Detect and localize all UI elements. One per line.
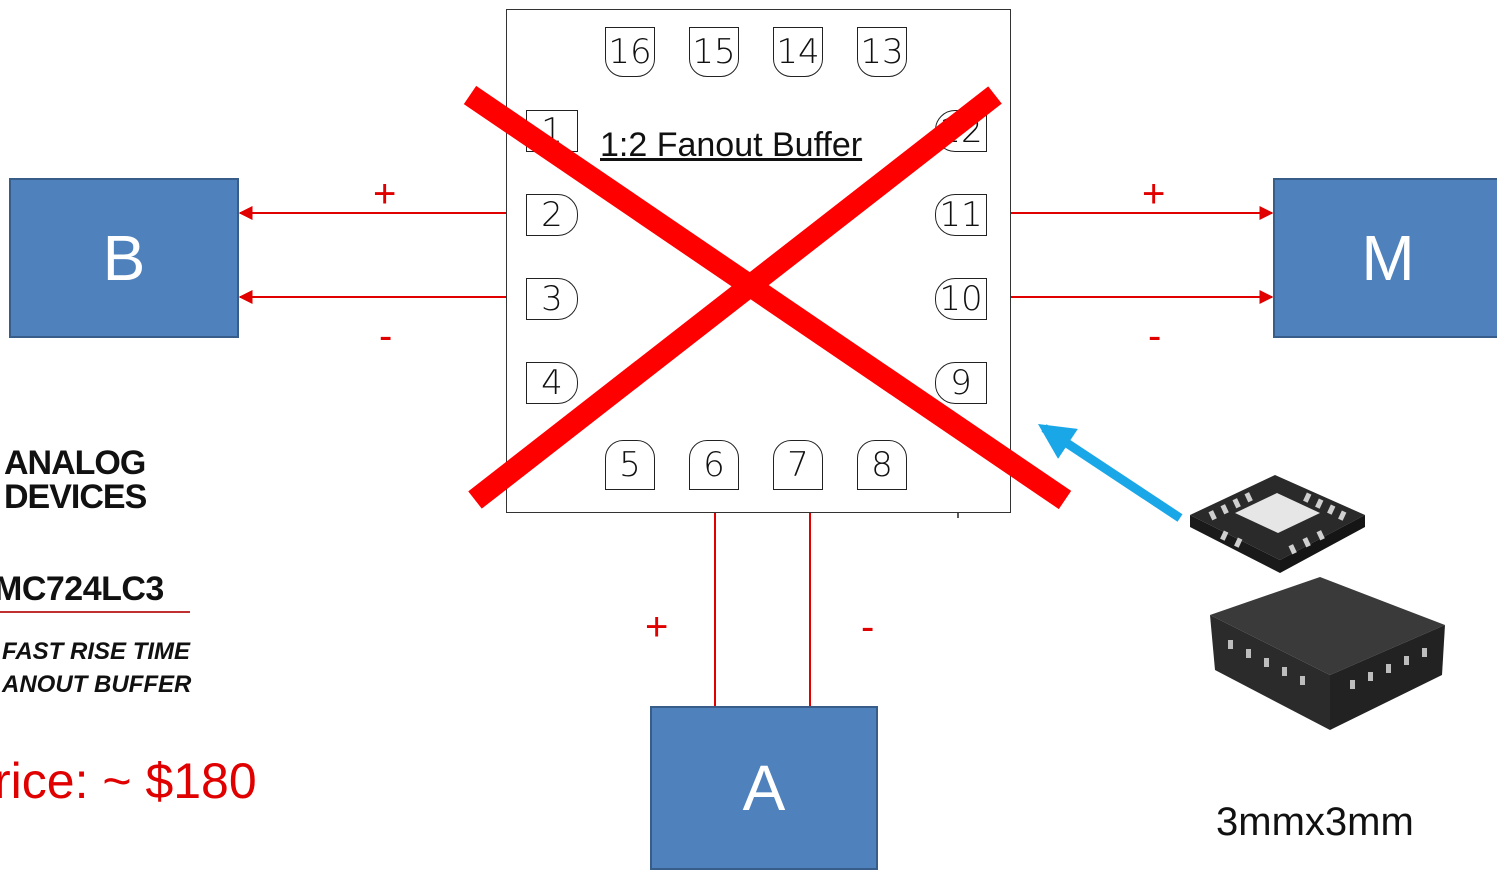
chip-title: 1:2 Fanout Buffer [600, 126, 863, 164]
pin-4: 4 [526, 362, 578, 404]
package-size-label: 3mmx3mm [1216, 800, 1414, 844]
brand-logo-line1: ANALOG [4, 444, 146, 482]
qfn-package-image [1190, 475, 1445, 730]
desc-line2: ANOUT BUFFER [2, 671, 192, 698]
pin-5: 5 [605, 440, 655, 490]
b-plus-label: + [373, 172, 397, 216]
pin-16: 16 [605, 27, 655, 77]
part-number: MC724LC3 [0, 570, 164, 608]
package-bottom-view [1210, 577, 1445, 730]
pin-7: 7 [773, 440, 823, 490]
pin-13: 13 [857, 27, 907, 77]
a-plus-label: + [645, 605, 669, 649]
pin-6: 6 [689, 440, 739, 490]
block-m: M [1273, 178, 1497, 338]
a-minus-label: - [861, 605, 875, 649]
pin-11: 11 [935, 194, 987, 236]
desc-line1: FAST RISE TIME [2, 638, 191, 665]
part-number-underline [0, 611, 190, 613]
pin-14: 14 [773, 27, 823, 77]
b-minus-label: - [379, 314, 393, 358]
pin-3: 3 [526, 278, 578, 320]
m-plus-label: + [1142, 172, 1166, 216]
price-label: rice: ~ $180 [0, 753, 257, 809]
signal-lines [238, 206, 1274, 706]
pin-15: 15 [689, 27, 739, 77]
pointer-arrow [1037, 424, 1183, 522]
block-a: A [650, 706, 878, 870]
package-top-view [1190, 475, 1365, 573]
pin-8: 8 [857, 440, 907, 490]
pin-9: 9 [935, 362, 987, 404]
chip-outline [506, 9, 1011, 513]
m-minus-label: - [1148, 314, 1162, 358]
brand-logo-line2: DEVICES [4, 478, 147, 516]
pin-2: 2 [526, 194, 578, 236]
pin-10: 10 [935, 278, 987, 320]
block-b: B [9, 178, 239, 338]
